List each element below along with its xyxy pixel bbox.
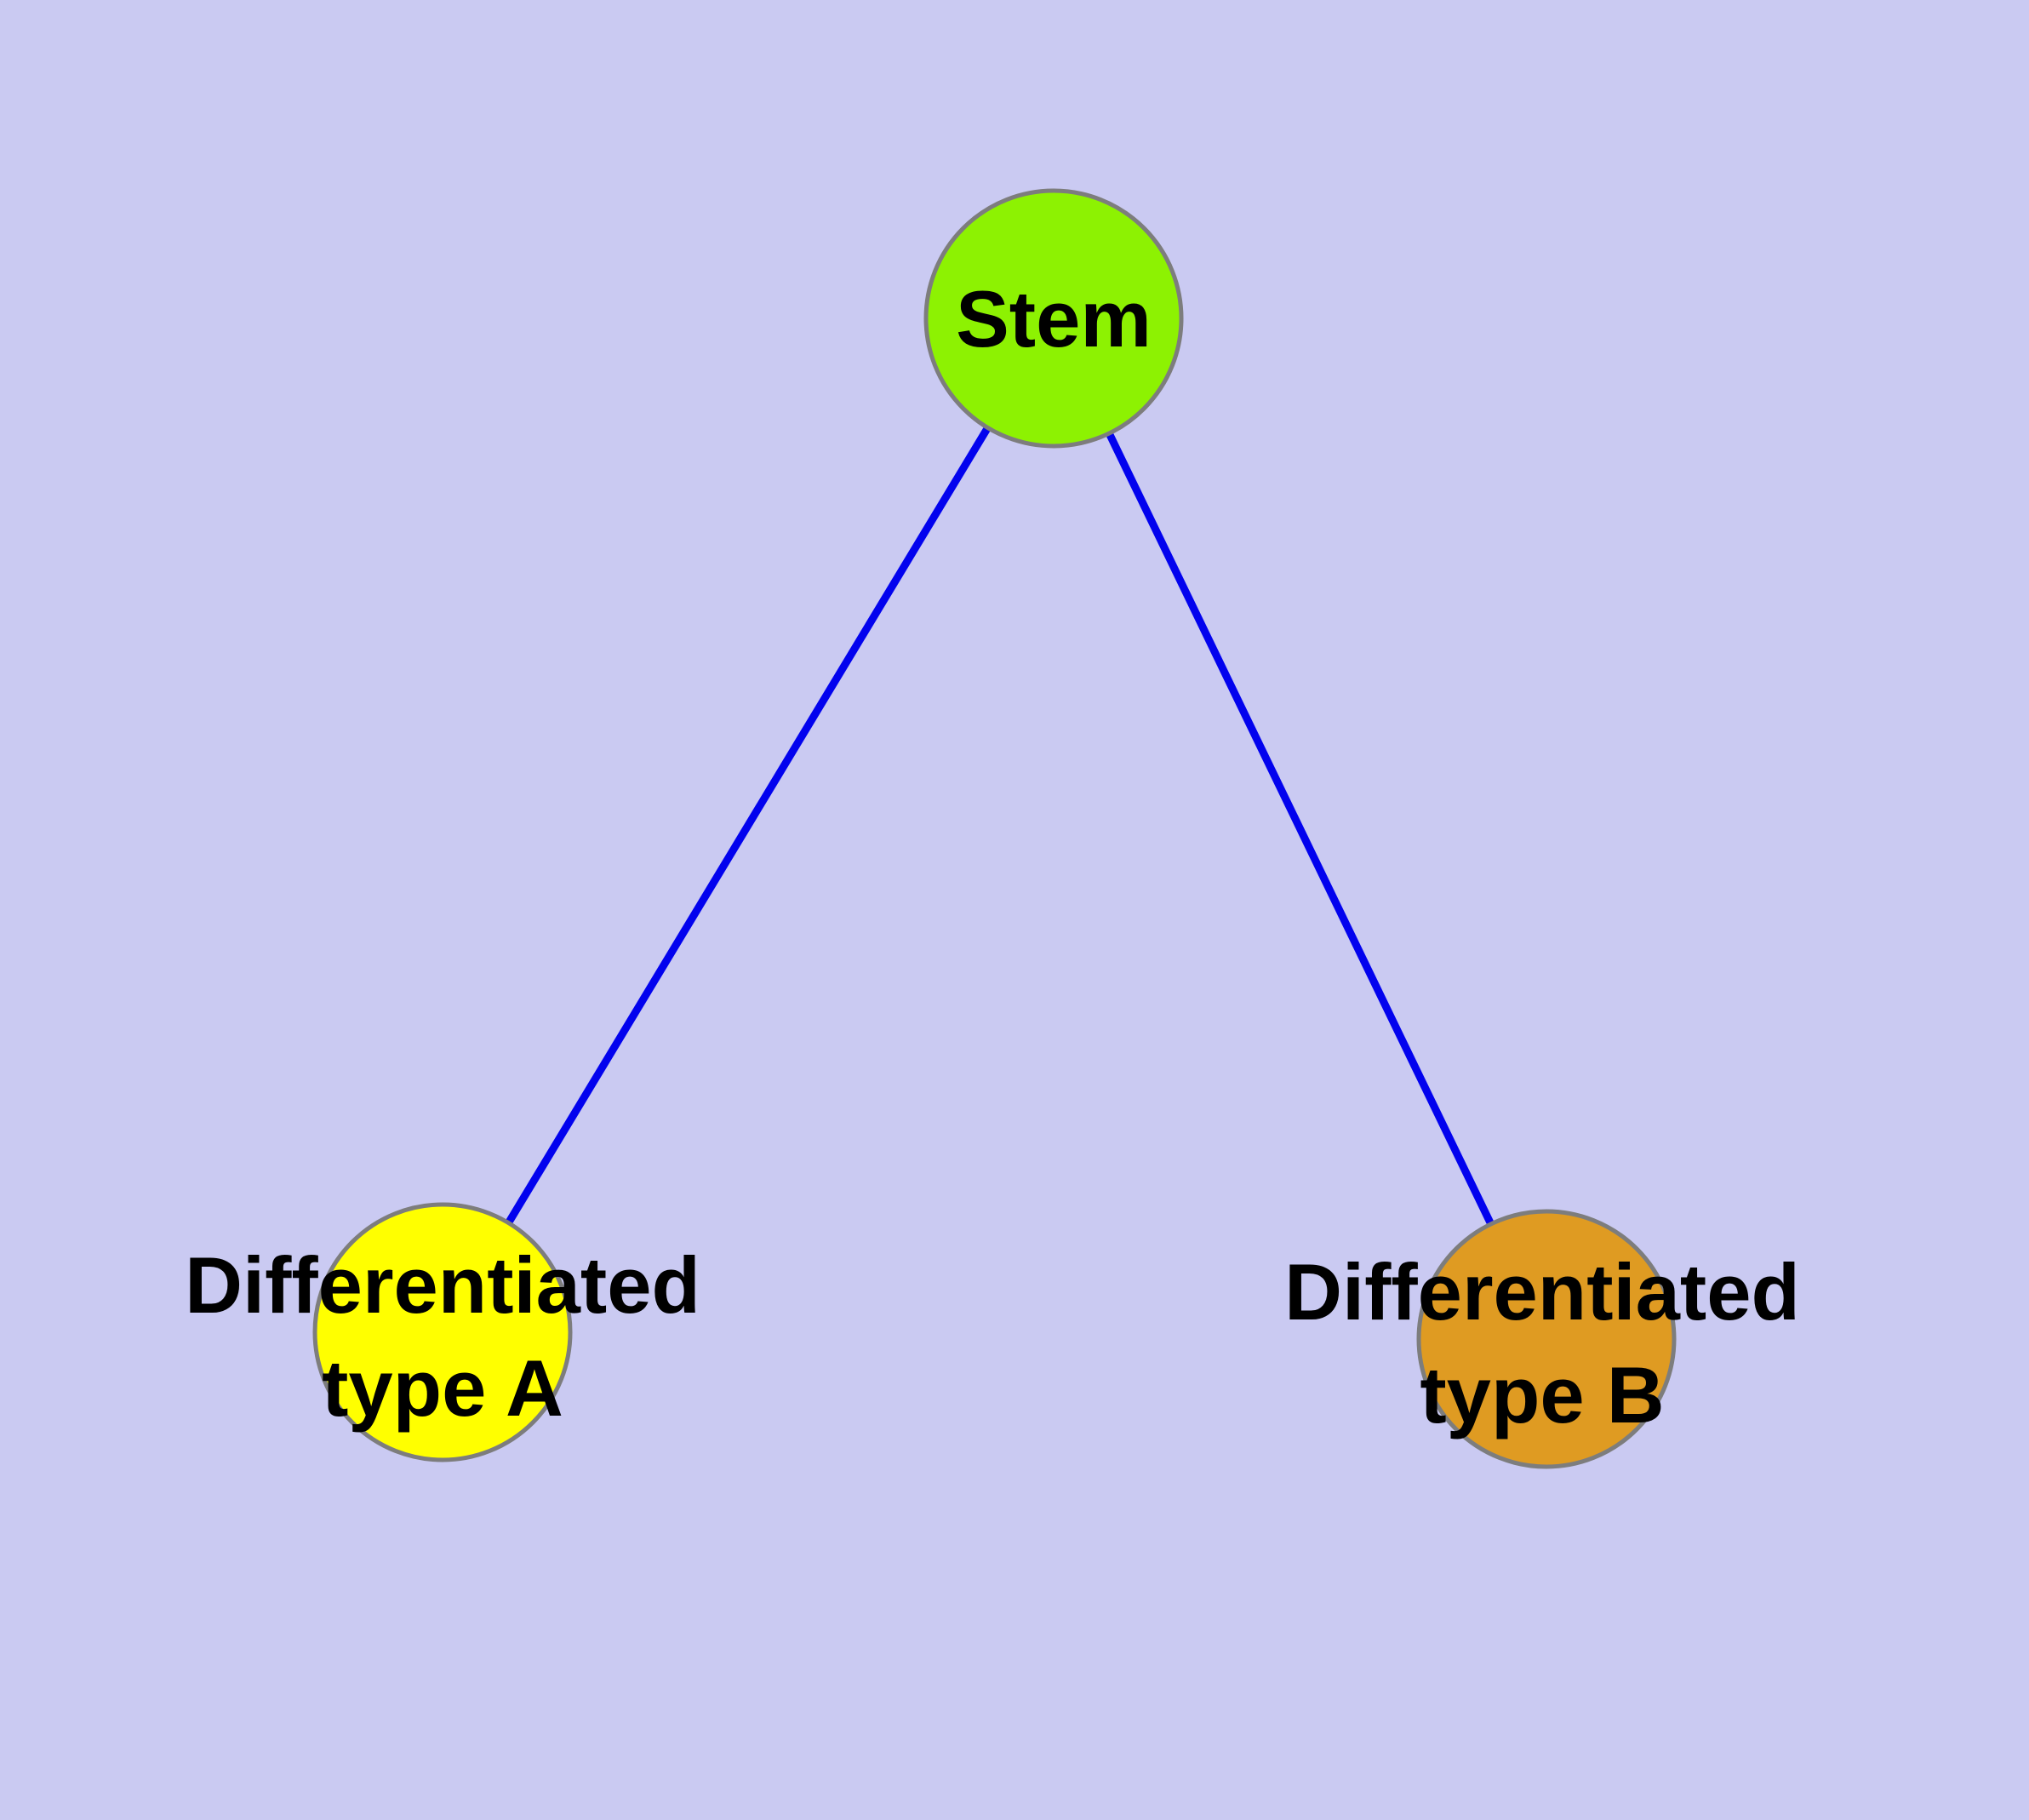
node-type-b-label-line2: type B [1420,1350,1664,1439]
node-type-a-label-line1: Differentiated [185,1240,700,1330]
node-stem-label: Stem [956,274,1152,363]
edge-stem-to-type-a [438,314,1058,1336]
node-type-a-label-line2: type A [322,1343,563,1433]
node-type-b-circle [1416,1209,1677,1469]
node-type-b-label-line1: Differentiated [1284,1247,1800,1336]
node-type-a-circle [312,1202,573,1462]
edge-stem-to-type-b [1049,314,1551,1343]
node-stem-circle [923,188,1184,449]
